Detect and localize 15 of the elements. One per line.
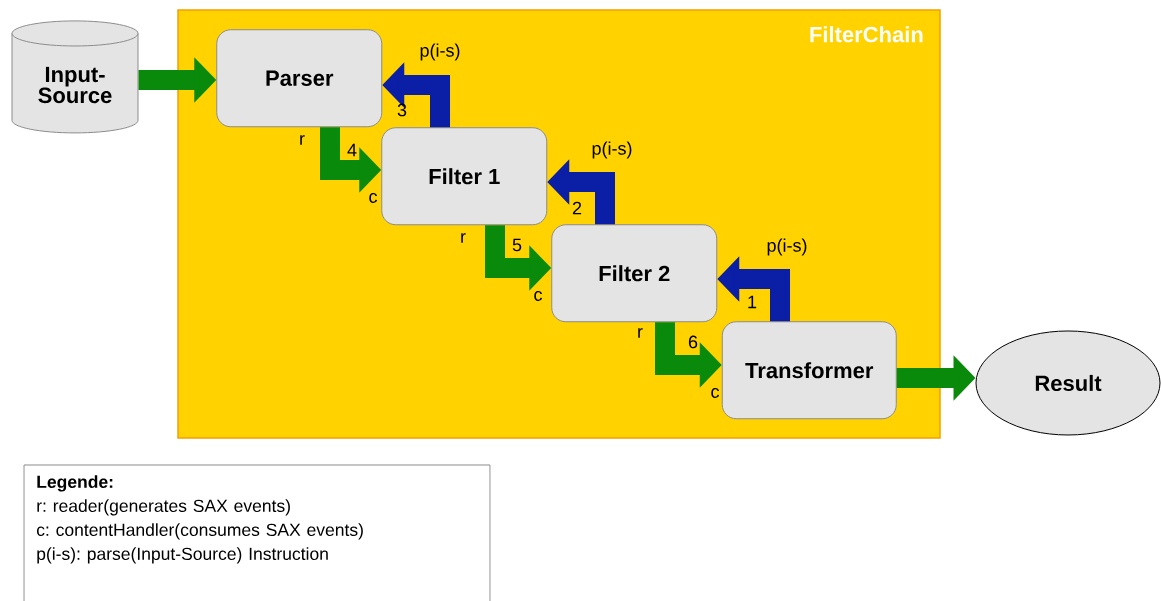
edge-label: 6 (688, 335, 698, 349)
database-cylinder: Input-Source (11, 20, 139, 134)
process-box: Transformer (721, 321, 897, 420)
process-box: Filter 2 (551, 224, 718, 323)
process-box: Filter 1 (381, 127, 548, 226)
edge-label: 3 (397, 103, 407, 117)
edge-label: 2 (572, 201, 582, 215)
port-label: p(i-s) (592, 141, 632, 159)
edge-label: 4 (347, 143, 357, 157)
edge-label: 1 (748, 295, 757, 309)
process-box: Parser (216, 29, 383, 128)
port-label: p(i-s) (420, 43, 460, 61)
port-label: p(i-s) (767, 238, 807, 256)
edge-label: 5 (512, 238, 522, 252)
legend-box: Legende: r: reader(generates SAX events) c: contentHandler(consumes SAX events) p(i-s): parse(Input-Source) Instruction (23, 464, 491, 601)
